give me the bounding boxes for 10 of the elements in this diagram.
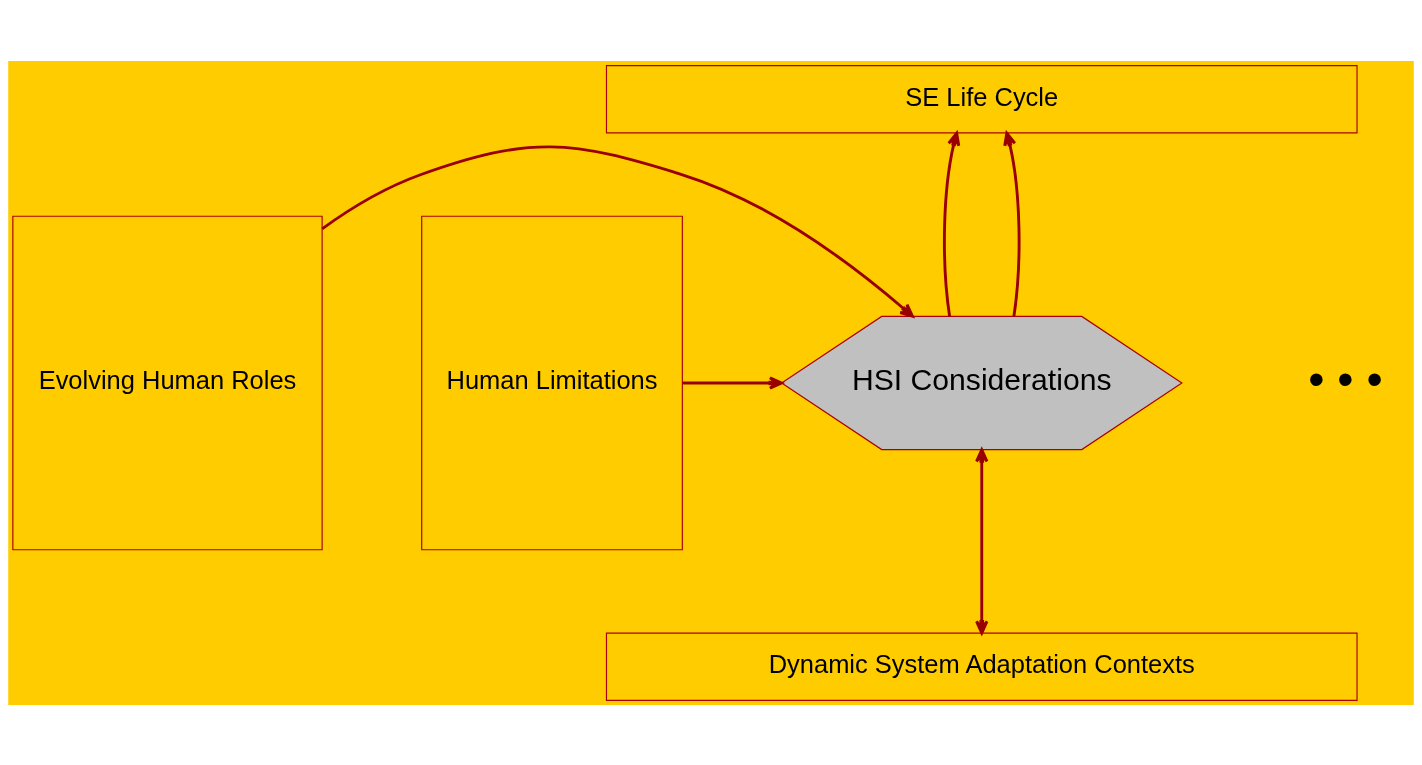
arrow: [682, 375, 784, 390]
arrow: [942, 131, 961, 316]
arrow: [975, 447, 989, 635]
node-box: SE Life Cycle: [605, 64, 1358, 133]
node-box: Human Limitations: [421, 215, 683, 550]
label: • • •: [1308, 352, 1383, 405]
arrow: [321, 145, 914, 318]
node-box: Evolving Human Roles: [12, 215, 323, 550]
arrow: [1003, 131, 1021, 316]
node-box: Dynamic System Adaptation Contexts: [605, 632, 1358, 701]
